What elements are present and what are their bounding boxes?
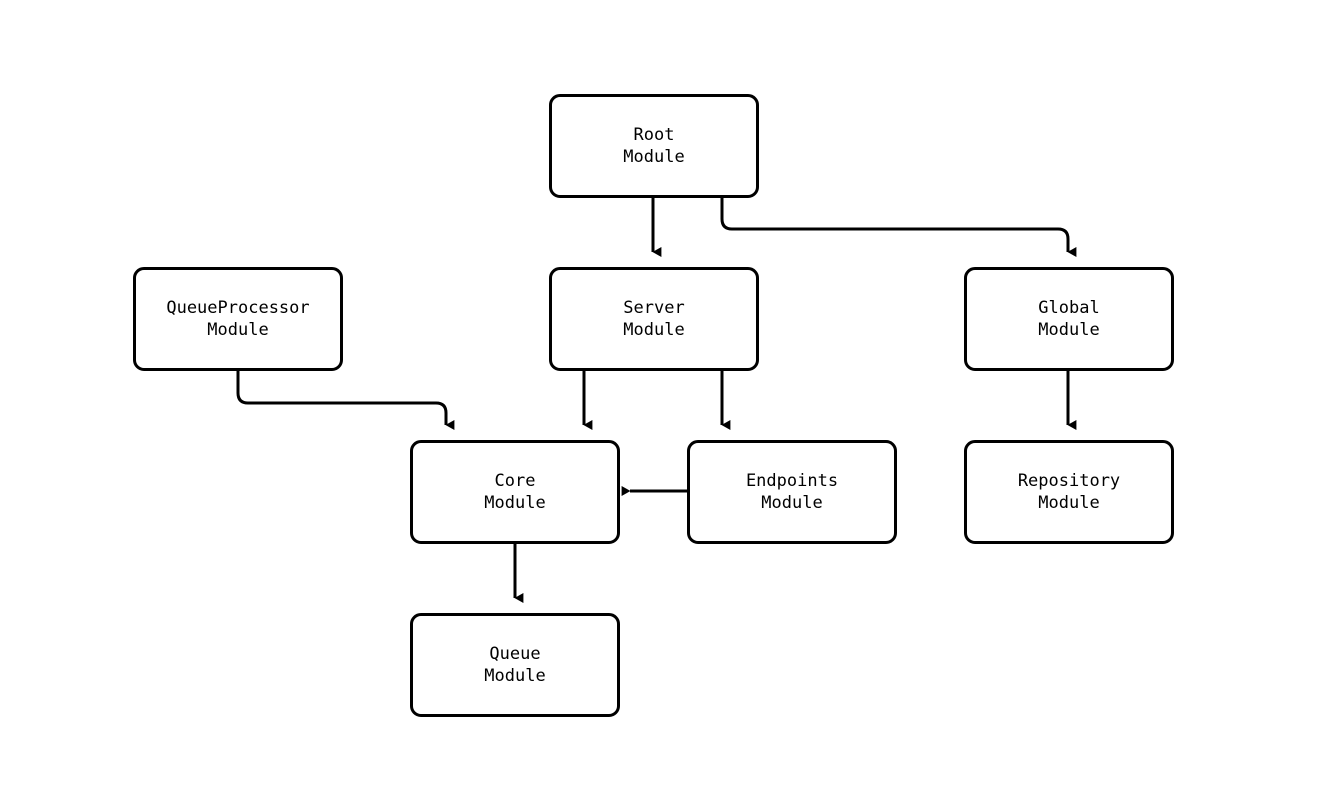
node-label-queueprocessor-module: QueueProcessor Module [166, 298, 310, 340]
node-label-endpoints-module: Endpoints Module [745, 471, 839, 513]
node-label-repository-module: Repository Module [1017, 471, 1121, 513]
node-root-module[interactable]: Root Module [549, 94, 759, 198]
node-repository-module[interactable]: Repository Module [964, 440, 1174, 544]
node-label-global-module: Global Module [1038, 298, 1100, 340]
edge-queueprocessor-to-core [236, 371, 455, 430]
node-core-module[interactable]: Core Module [410, 440, 620, 544]
node-label-queue-module: Queue Module [484, 644, 546, 686]
node-label-server-module: Server Module [623, 298, 685, 340]
node-queue-module[interactable]: Queue Module [410, 613, 620, 717]
edge-root-to-global [720, 198, 1077, 257]
node-global-module[interactable]: Global Module [964, 267, 1174, 371]
node-label-core-module: Core Module [484, 471, 546, 513]
node-queueprocessor-module[interactable]: QueueProcessor Module [133, 267, 343, 371]
node-server-module[interactable]: Server Module [549, 267, 759, 371]
node-endpoints-module[interactable]: Endpoints Module [687, 440, 897, 544]
node-label-root-module: Root Module [623, 125, 685, 167]
